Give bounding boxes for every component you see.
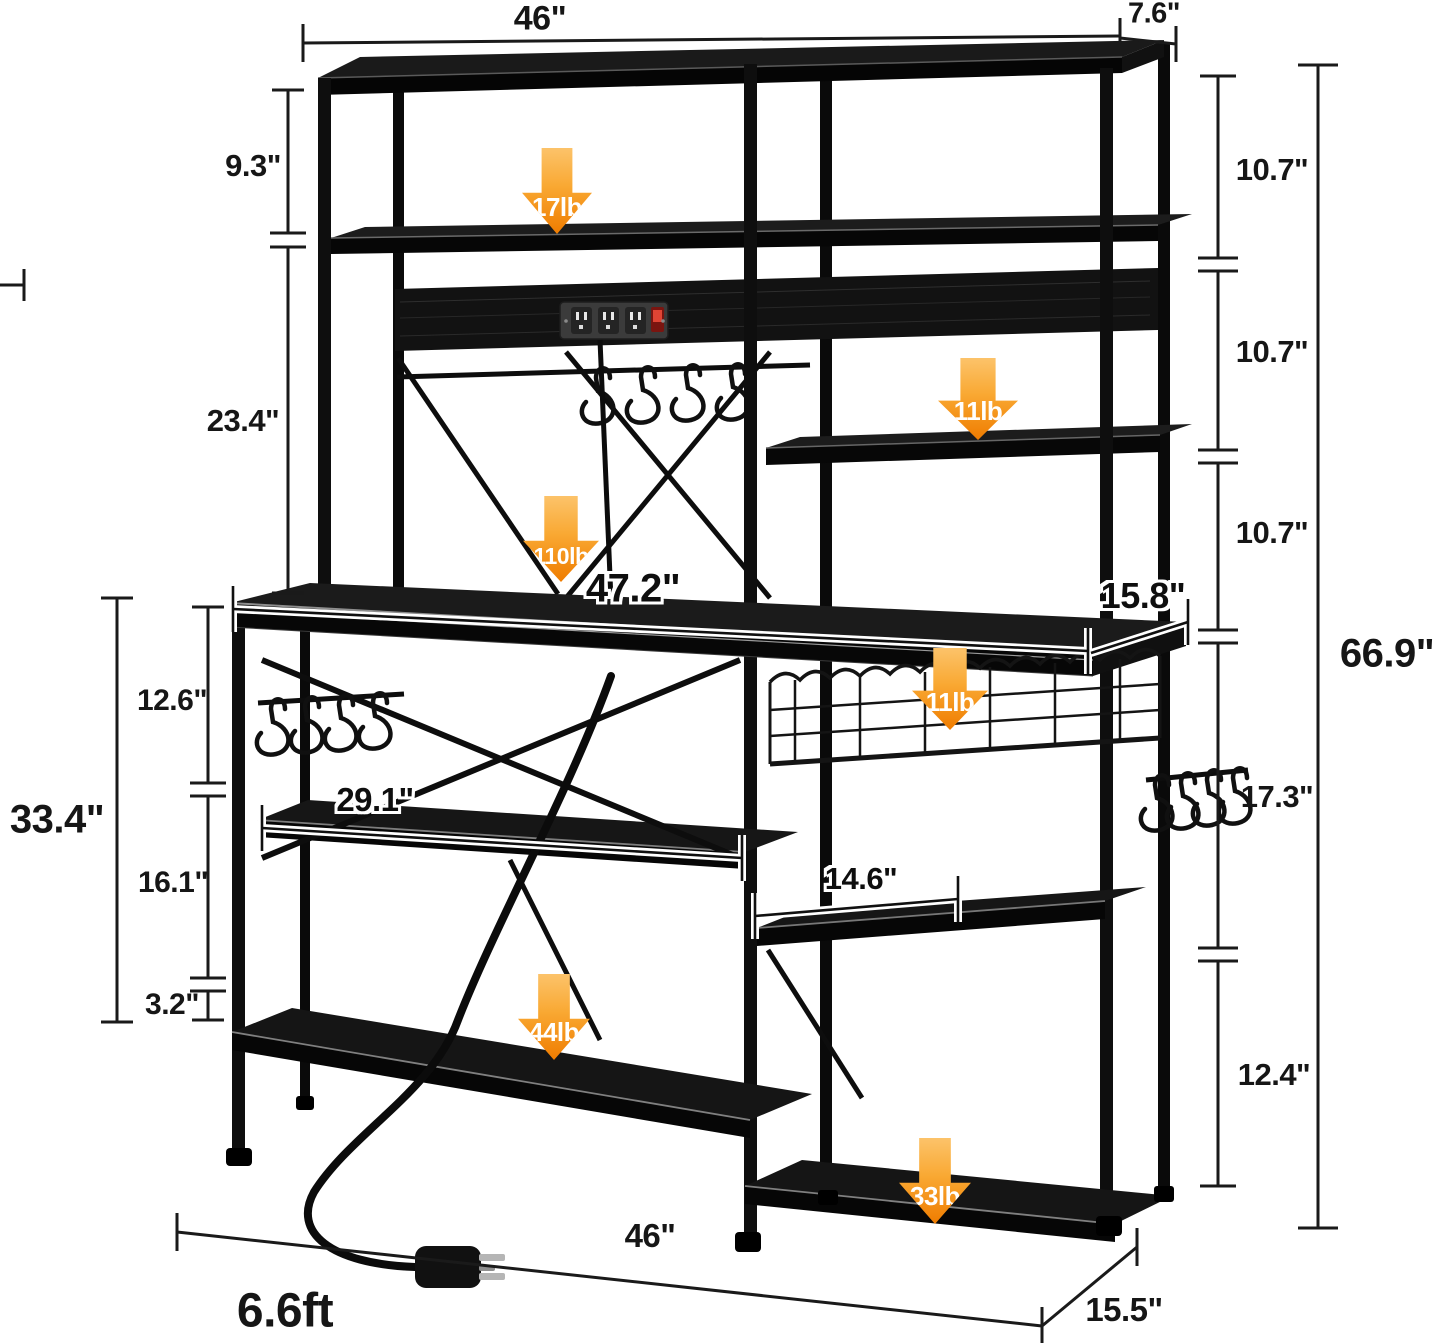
lower-diagonal-brace xyxy=(507,858,603,1042)
dim-right-seg5: 12.4" xyxy=(1237,1057,1311,1092)
power-cable-upper xyxy=(597,339,614,601)
foot-pad xyxy=(818,1190,838,1205)
dim-right-shelf-width: 14.6" xyxy=(824,861,898,896)
foot-pad xyxy=(296,1096,314,1110)
dim-right-seg3: 10.7" xyxy=(1235,515,1309,550)
hook-rail-right xyxy=(1145,767,1249,783)
dim-hutch-upper-gap: 9.3" xyxy=(225,148,281,183)
right-diagonal-brace xyxy=(765,948,865,1100)
dim-cord-length: 6.6ft xyxy=(236,1284,334,1338)
dim-base-depth: 15.5" xyxy=(1085,1291,1163,1328)
dim-left-seg3: 3.2" xyxy=(145,988,199,1021)
dim-base-width: 46" xyxy=(624,1217,676,1254)
s-hooks-left xyxy=(254,691,393,757)
edge-artifact-tick xyxy=(0,269,26,301)
bottom-shelf-left xyxy=(231,1008,812,1138)
dim-middle-shelf-width: 29.1" xyxy=(336,781,414,818)
dim-counter-width: 47.2" xyxy=(585,566,681,611)
hutch-left-front-post xyxy=(318,78,331,612)
power-switch-icon xyxy=(651,307,664,332)
outlined-dimension-lines xyxy=(229,586,1192,939)
dim-hutch-lower-gap: 23.4" xyxy=(206,403,280,438)
foot-pad xyxy=(226,1148,252,1166)
load-label: 11lb xyxy=(953,396,1003,427)
s-hooks-right xyxy=(1138,766,1253,833)
right-back-post xyxy=(1158,42,1170,1200)
board-grain-line xyxy=(399,296,1151,319)
foot-pad xyxy=(735,1232,761,1252)
outlet-socket xyxy=(598,307,619,334)
left-front-leg xyxy=(232,610,245,1160)
foot-pad xyxy=(1154,1186,1174,1202)
rack-structure xyxy=(226,40,1253,1288)
foot-pad xyxy=(1096,1216,1122,1236)
panel-screw xyxy=(661,319,665,323)
board-grain-line xyxy=(399,314,1151,337)
lower-x-brace xyxy=(260,657,742,861)
hutch-x-brace xyxy=(564,350,772,600)
dim-left-seg1: 12.6" xyxy=(136,684,208,717)
outlet-socket xyxy=(571,307,592,334)
dim-left-seg2: 16.1" xyxy=(137,866,209,899)
dim-lower-left-height: 33.4" xyxy=(9,797,105,842)
right-tower-shelf-lower xyxy=(756,887,1146,946)
power-outlet-panel xyxy=(559,301,669,340)
dim-total-height: 66.9" xyxy=(1339,631,1435,676)
hutch-diagonal-brace xyxy=(395,356,561,596)
panel-screw xyxy=(564,319,568,323)
dim-top-width: 46" xyxy=(513,0,567,38)
dim-counter-depth: 15.8" xyxy=(1100,575,1186,616)
dim-right-seg2: 10.7" xyxy=(1235,334,1309,369)
power-board xyxy=(395,268,1158,351)
dim-top-depth: 7.6" xyxy=(1127,0,1181,30)
board-grain-line xyxy=(399,280,1151,303)
power-plug-icon xyxy=(415,1246,505,1288)
load-label: 11lb xyxy=(925,686,975,717)
dimension-lines xyxy=(0,18,1338,1343)
left-back-leg xyxy=(300,592,310,1104)
hutch-shelf xyxy=(330,214,1192,254)
dim-right-seg1: 10.7" xyxy=(1235,152,1309,187)
power-cord xyxy=(303,672,615,1271)
top-board xyxy=(317,40,1164,95)
s-hooks-upper xyxy=(579,362,751,426)
outlet-socket xyxy=(625,307,646,334)
dim-right-seg4: 17.3" xyxy=(1240,779,1314,814)
